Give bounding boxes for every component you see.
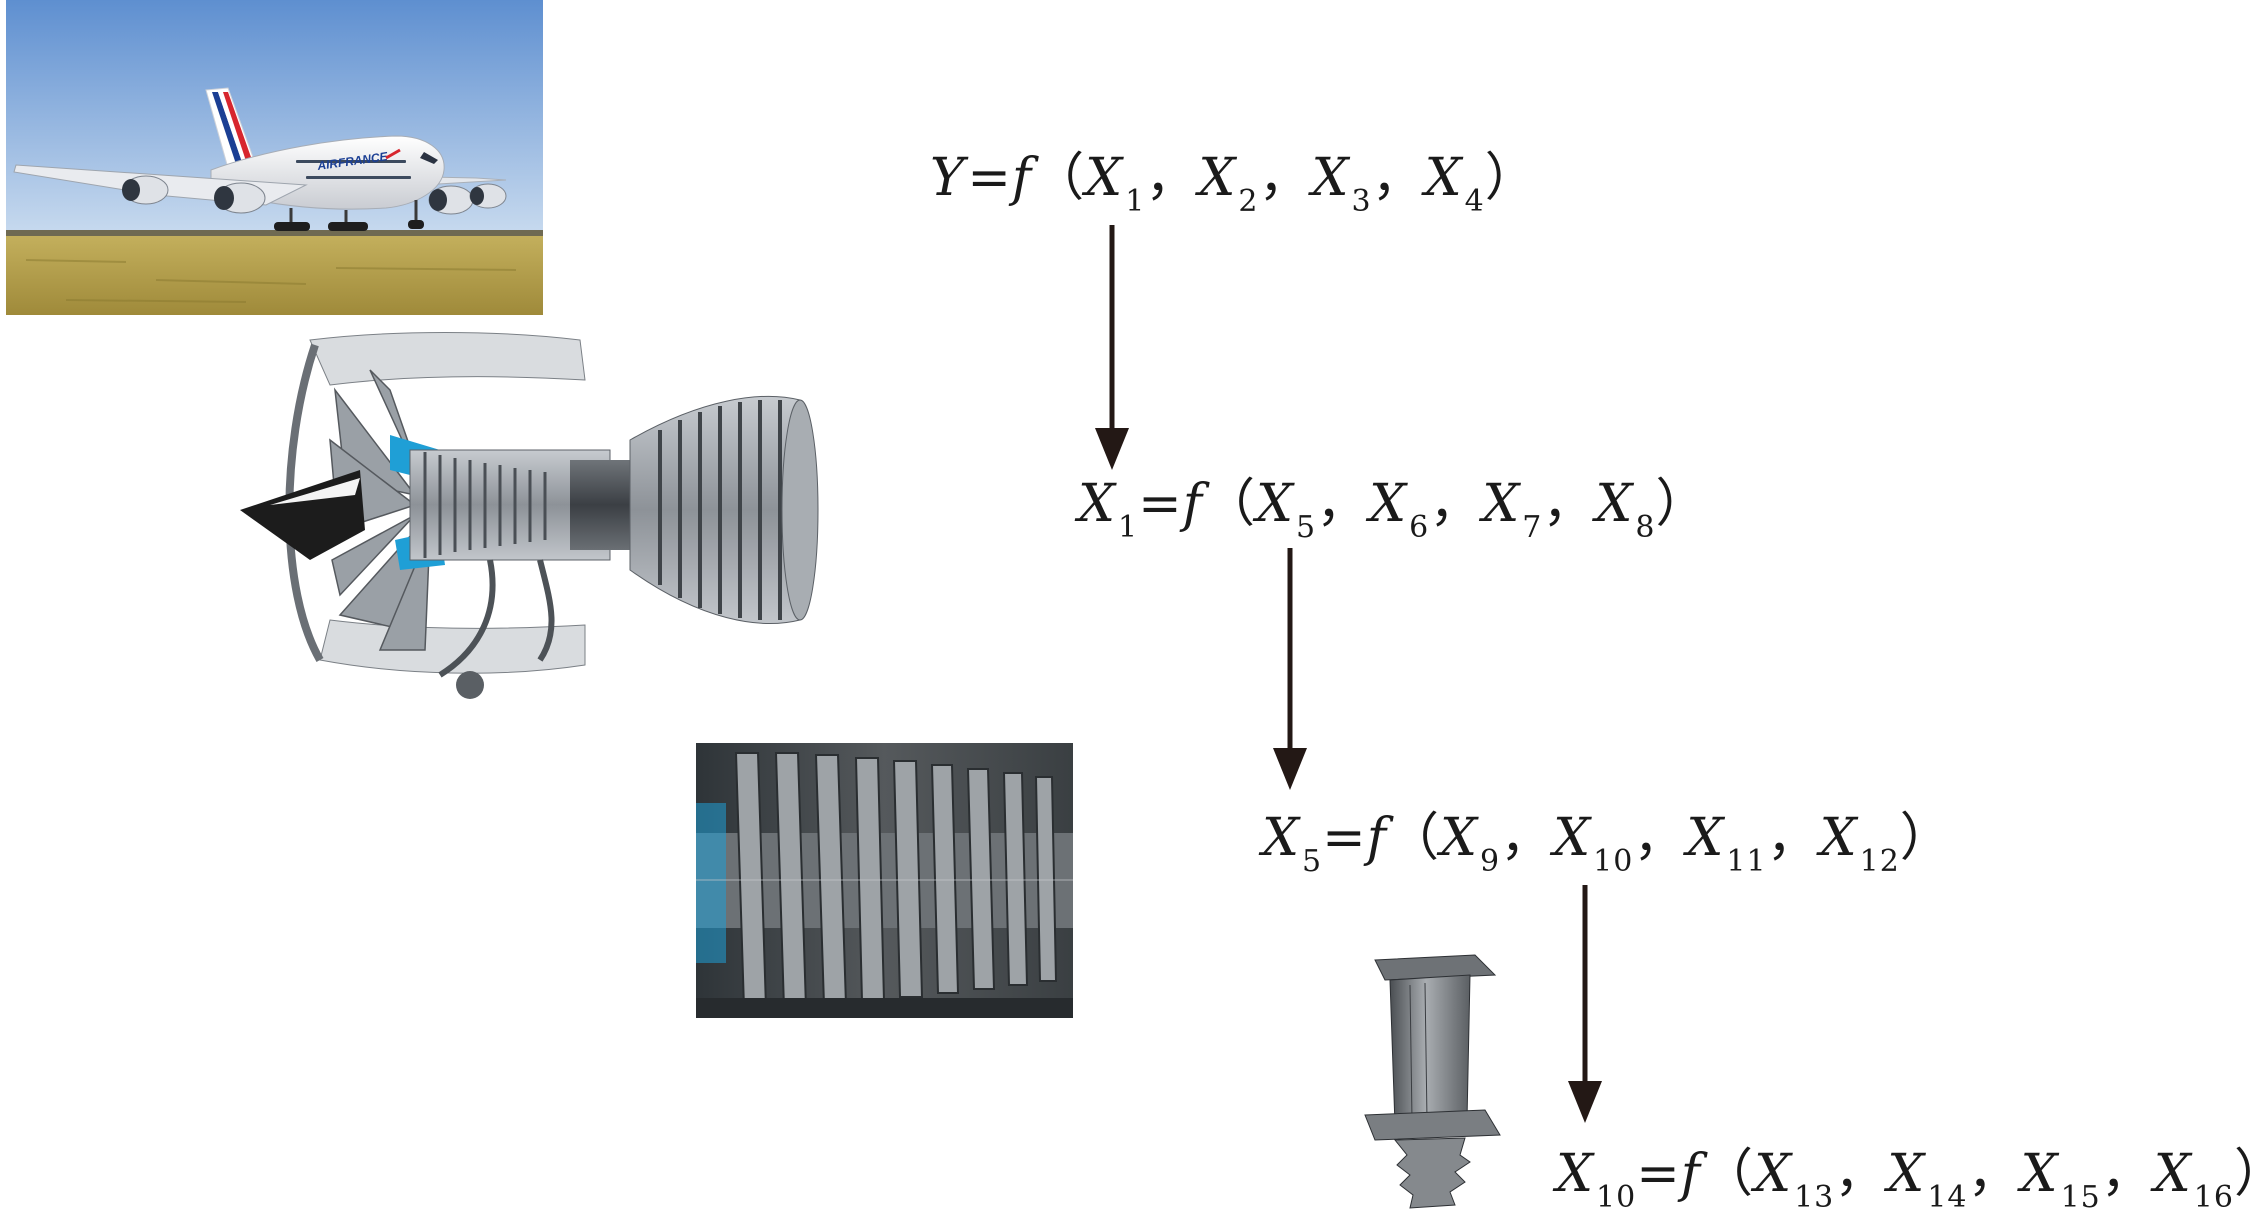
eq-arg-sub: 3 bbox=[1351, 184, 1372, 219]
eq-arg-sub: 2 bbox=[1238, 184, 1259, 219]
eq-equals: = bbox=[1138, 474, 1183, 534]
eq-arg: X bbox=[1553, 808, 1592, 868]
eq-comma: ， bbox=[1542, 474, 1596, 534]
eq-equals: = bbox=[967, 148, 1012, 208]
eq-close-paren: ） bbox=[2234, 1144, 2251, 1204]
eq-arg-sub: 8 bbox=[1635, 510, 1656, 545]
eq-arg-sub: 16 bbox=[2193, 1180, 2234, 1215]
eq-arg-sub: 1 bbox=[1125, 184, 1146, 219]
turbine-blade-image bbox=[1364, 954, 1501, 1209]
eq-equals: = bbox=[1636, 1144, 1681, 1204]
eq-comma: ， bbox=[1834, 1144, 1888, 1204]
eq-open-paren: （ bbox=[1032, 148, 1086, 208]
eq-arg-sub: 7 bbox=[1522, 510, 1543, 545]
eq-arg: X bbox=[2153, 1144, 2192, 1204]
eq-equals: = bbox=[1322, 808, 1367, 868]
eq-lhs-sub: 5 bbox=[1302, 844, 1323, 879]
eq-open-paren: （ bbox=[1701, 1144, 1755, 1204]
eq-comma: ， bbox=[1371, 148, 1425, 208]
eq-arg-sub: 6 bbox=[1409, 510, 1430, 545]
eq-lhs: X bbox=[1078, 474, 1117, 534]
eq-arg: X bbox=[2020, 1144, 2059, 1204]
eq-close-paren: ） bbox=[1484, 148, 1538, 208]
eq-arg-sub: 15 bbox=[2060, 1180, 2101, 1215]
eq-comma: ， bbox=[1633, 808, 1687, 868]
eq-open-paren: （ bbox=[1386, 808, 1440, 868]
eq-arg: X bbox=[1255, 474, 1294, 534]
eq-lhs: X bbox=[1556, 1144, 1595, 1204]
equation-x5: X5=f（X9，X10，X11，X12） bbox=[1262, 812, 1953, 877]
eq-arg-sub: 10 bbox=[1593, 844, 1634, 879]
eq-comma: ， bbox=[1500, 808, 1554, 868]
eq-arg: X bbox=[1085, 148, 1124, 208]
eq-fn: f bbox=[1680, 1144, 1702, 1204]
arrow-1 bbox=[1095, 225, 1129, 470]
eq-open-paren: （ bbox=[1202, 474, 1256, 534]
eq-arg-sub: 4 bbox=[1464, 184, 1485, 219]
eq-arg-sub: 14 bbox=[1927, 1180, 1968, 1215]
eq-comma: ， bbox=[2100, 1144, 2154, 1204]
eq-comma: ， bbox=[1145, 148, 1199, 208]
eq-arg: X bbox=[1887, 1144, 1926, 1204]
eq-arg: X bbox=[1439, 808, 1478, 868]
eq-arg: X bbox=[1311, 148, 1350, 208]
eq-lhs: Y bbox=[930, 148, 966, 208]
eq-arg: X bbox=[1754, 1144, 1793, 1204]
eq-fn: f bbox=[1182, 474, 1203, 534]
eq-comma: ， bbox=[1766, 808, 1820, 868]
equation-x10: X10=f（X13，X14，X15，X16） bbox=[1556, 1148, 2251, 1213]
equation-y: Y=f（X1，X2，X3，X4） bbox=[930, 152, 1538, 217]
eq-comma: ， bbox=[1429, 474, 1483, 534]
eq-arg: X bbox=[1595, 474, 1634, 534]
eq-arg: X bbox=[1369, 474, 1408, 534]
aircraft-photo: AIRFRANCE bbox=[6, 0, 543, 315]
eq-close-paren: ） bbox=[1899, 808, 1953, 868]
engine-cutaway-image bbox=[240, 332, 819, 699]
eq-arg-sub: 9 bbox=[1480, 844, 1501, 879]
eq-arg-sub: 11 bbox=[1726, 844, 1767, 879]
eq-close-paren: ） bbox=[1655, 474, 1709, 534]
equation-x1: X1=f（X5，X6，X7，X8） bbox=[1078, 478, 1709, 543]
eq-arg-sub: 5 bbox=[1296, 510, 1317, 545]
eq-lhs: X bbox=[1262, 808, 1301, 868]
eq-arg-sub: 13 bbox=[1794, 1180, 1835, 1215]
eq-arg: X bbox=[1482, 474, 1521, 534]
eq-lhs-sub: 1 bbox=[1118, 510, 1139, 545]
arrow-2 bbox=[1273, 548, 1307, 790]
eq-arg: X bbox=[1424, 148, 1463, 208]
arrow-3 bbox=[1568, 885, 1602, 1123]
eq-arg: X bbox=[1198, 148, 1237, 208]
eq-arg: X bbox=[1819, 808, 1858, 868]
eq-arg-sub: 12 bbox=[1859, 844, 1900, 879]
compressor-stages-image bbox=[696, 743, 1073, 1018]
eq-fn: f bbox=[1366, 808, 1387, 868]
eq-lhs-sub: 10 bbox=[1596, 1180, 1637, 1215]
eq-comma: ， bbox=[1967, 1144, 2021, 1204]
eq-arg: X bbox=[1686, 808, 1725, 868]
eq-comma: ， bbox=[1258, 148, 1312, 208]
eq-fn: f bbox=[1011, 148, 1033, 208]
eq-comma: ， bbox=[1316, 474, 1370, 534]
